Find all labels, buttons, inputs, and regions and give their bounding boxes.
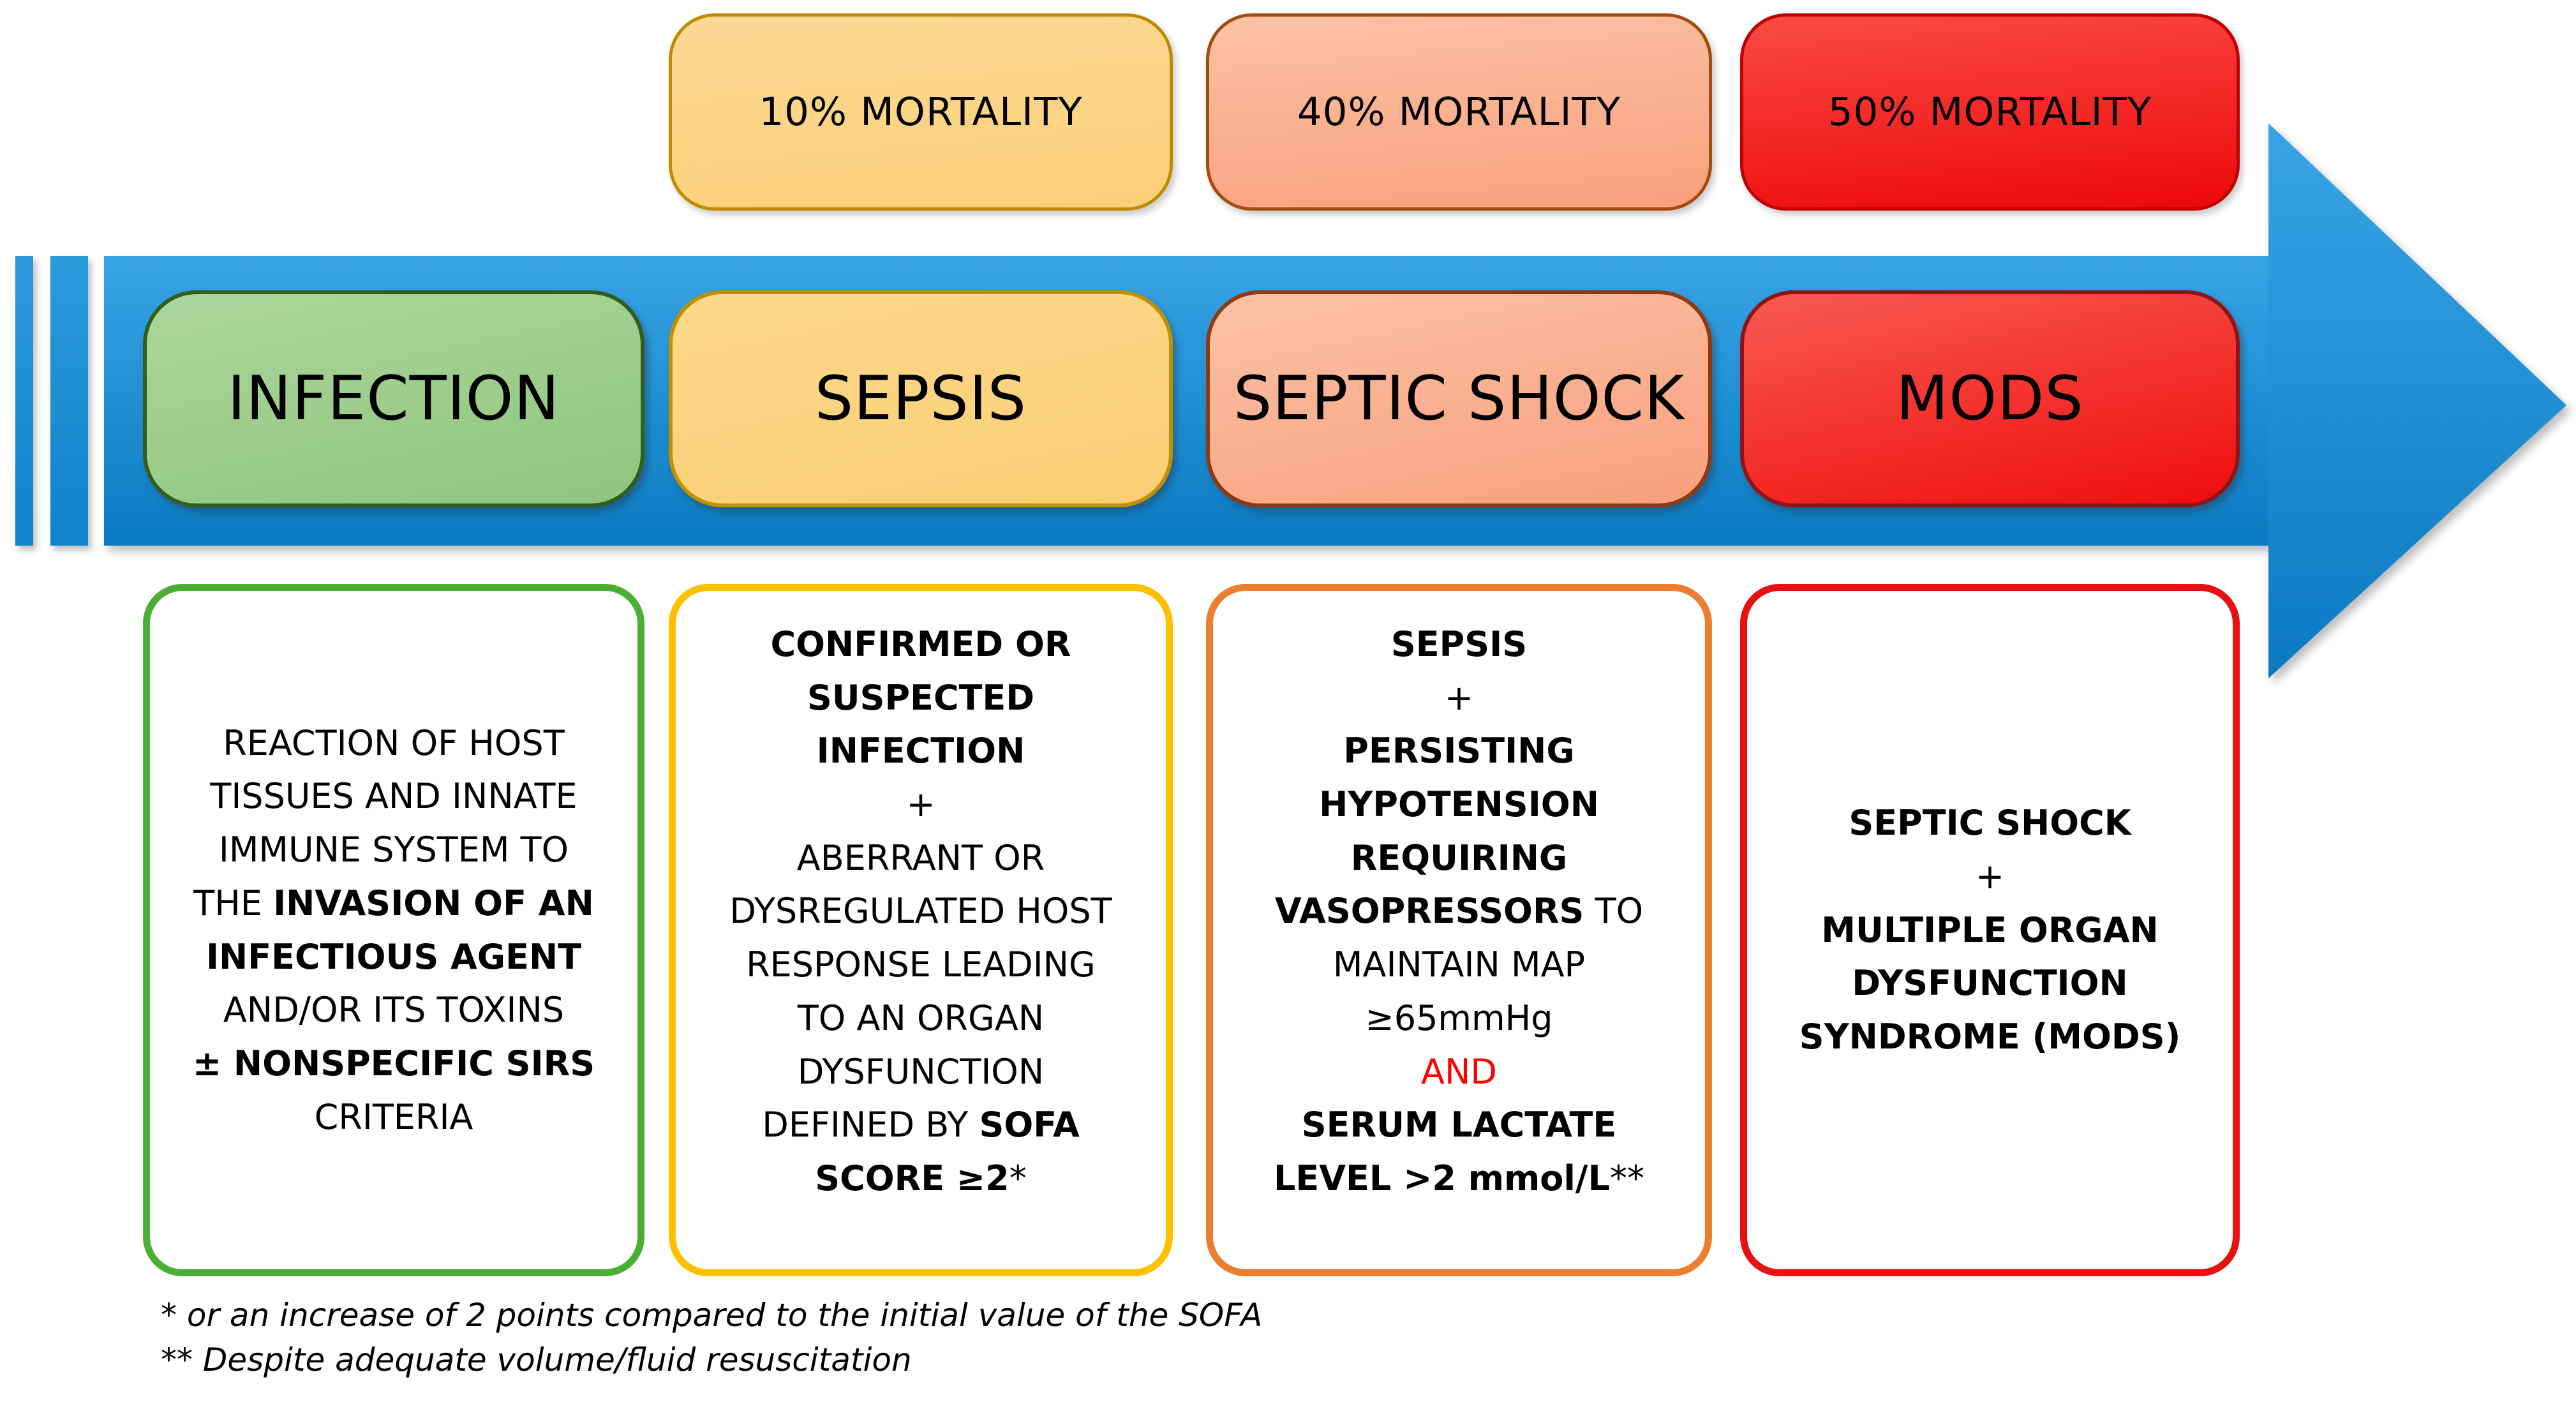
- mortality-label-40: 40% MORTALITY: [1297, 89, 1621, 135]
- arrow-tail-bar-1: [15, 256, 33, 546]
- stage-label-mods: MODS: [1896, 364, 2084, 434]
- stage-box-sepsis: SEPSIS: [669, 290, 1173, 507]
- stage-label-infection: INFECTION: [227, 364, 560, 434]
- mortality-label-10: 10% MORTALITY: [759, 89, 1083, 135]
- stage-label-septic-shock: SEPTIC SHOCK: [1233, 364, 1685, 434]
- mortality-box-septic-shock: 40% MORTALITY: [1206, 13, 1712, 211]
- stage-label-sepsis: SEPSIS: [814, 364, 1027, 434]
- footnotes: * or an increase of 2 points compared to…: [161, 1293, 1262, 1382]
- stage-box-septic-shock: SEPTIC SHOCK: [1206, 290, 1712, 507]
- mortality-box-mods: 50% MORTALITY: [1740, 13, 2240, 211]
- stage-box-mods: MODS: [1740, 290, 2240, 507]
- mortality-box-sepsis: 10% MORTALITY: [669, 13, 1173, 211]
- stage-box-infection: INFECTION: [143, 290, 644, 507]
- arrow-tail-bar-2: [50, 256, 88, 546]
- footnote-resuscitation: ** Despite adequate volume/fluid resusci…: [161, 1341, 912, 1378]
- mortality-label-50: 50% MORTALITY: [1828, 89, 2152, 135]
- footnote-sofa: * or an increase of 2 points compared to…: [161, 1297, 1263, 1334]
